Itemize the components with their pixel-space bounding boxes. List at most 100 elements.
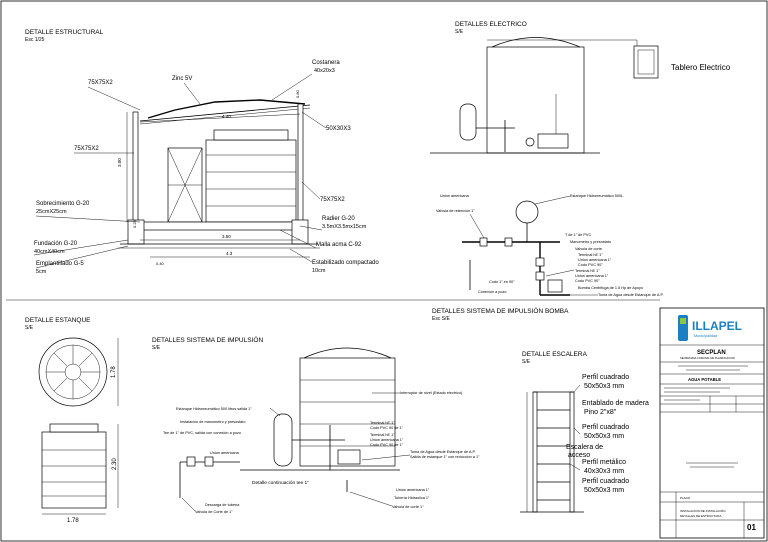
- tank-structural: [205, 139, 297, 223]
- svg-text:Perfil cuadrado: Perfil cuadrado: [582, 374, 629, 381]
- roof-zinc: [147, 99, 306, 119]
- svg-text:40x30x3 mm: 40x30x3 mm: [584, 468, 624, 475]
- svg-text:Codo PVC 90°: Codo PVC 90°: [578, 263, 603, 267]
- svg-text:Toma de Agua desde Estanque de: Toma de Agua desde Estanque de A.P.: [410, 450, 476, 454]
- svg-text:Toma de Agua desde Estanque de: Toma de Agua desde Estanque de A.P.: [598, 293, 664, 297]
- svg-text:INSTALACION DE INSTALACIÓN: INSTALACION DE INSTALACIÓN: [680, 508, 725, 513]
- svg-text:Terminal hE 1": Terminal hE 1": [578, 253, 603, 257]
- svg-text:Estanque Hidroneumático 500 li: Estanque Hidroneumático 500 litros salid…: [176, 407, 252, 411]
- radier: [139, 221, 301, 231]
- svg-text:0.40: 0.40: [156, 261, 165, 266]
- svg-text:Descarga de tubería: Descarga de tubería: [205, 503, 240, 507]
- svg-text:Terminal hE 1": Terminal hE 1": [370, 433, 395, 437]
- svg-text:40cmX40cm: 40cmX40cm: [34, 249, 65, 255]
- tank-impulsion: [299, 357, 396, 467]
- post-right: [297, 103, 304, 228]
- svg-text:Estanque Hidroneumático 500L: Estanque Hidroneumático 500L: [570, 194, 623, 198]
- svg-text:1.78: 1.78: [111, 366, 117, 378]
- svg-text:Tubería Hidraulica 1": Tubería Hidraulica 1": [394, 496, 430, 500]
- svg-text:Interruptor de nivel (Estado e: Interruptor de nivel (Estado electrico): [400, 391, 463, 395]
- ladder-rail-left: [532, 391, 538, 513]
- svg-text:Malla acma C-92: Malla acma C-92: [316, 242, 362, 248]
- project-name: AGUA POTABLE: [688, 377, 721, 382]
- svg-text:acceso: acceso: [568, 452, 590, 459]
- svg-text:Perfil cuadrado: Perfil cuadrado: [582, 424, 629, 431]
- svg-text:Union americana 1": Union americana 1": [396, 488, 430, 492]
- electrical-detail: DETALLES ELECTRICO S/E Tablero Electrico: [430, 21, 731, 154]
- svg-text:2.30: 2.30: [112, 458, 118, 470]
- svg-text:75X75X2: 75X75X2: [74, 146, 99, 152]
- pump-bomba: [547, 279, 563, 293]
- pump-impulsion: [337, 449, 361, 465]
- sheet-number: 01: [747, 523, 756, 532]
- svg-text:Pino 2"x8": Pino 2"x8": [584, 409, 617, 416]
- svg-text:3.00: 3.00: [117, 158, 122, 167]
- svg-text:Valvula de Corte de 1": Valvula de Corte de 1": [195, 510, 233, 514]
- svg-text:Codo PVC 90 de 1": Codo PVC 90 de 1": [370, 426, 404, 430]
- roof-beam: [139, 104, 311, 122]
- svg-text:S/E: S/E: [455, 29, 464, 35]
- svg-text:Emplantillado G-5: Emplantillado G-5: [36, 261, 84, 267]
- svg-text:0.25: 0.25: [132, 219, 137, 228]
- svg-text:50x50x3 mm: 50x50x3 mm: [584, 433, 624, 440]
- structural-detail: DETALLE ESTRUCTURAL Esc 1/25 4.40 3.00: [25, 29, 379, 275]
- svg-text:50X30X3: 50X30X3: [326, 126, 351, 132]
- svg-text:Radier G-20: Radier G-20: [322, 216, 355, 222]
- svg-text:Costanera: Costanera: [312, 60, 340, 66]
- hydro-tank-electric: [459, 103, 477, 141]
- pump-electric: [537, 133, 569, 149]
- svg-text:Perfil metálico: Perfil metálico: [582, 459, 626, 466]
- svg-text:50x50x3 mm: 50x50x3 mm: [584, 487, 624, 494]
- hydro-tank-impulsion: [273, 413, 293, 467]
- pump-impulsion-detail: DETALLES SISTEMA DE IMPULSIÓN BOMBA Esc …: [432, 194, 664, 322]
- svg-text:Valvula de retención 1": Valvula de retención 1": [436, 209, 475, 213]
- svg-text:Tee de 1" de PVC, salida con c: Tee de 1" de PVC, salida con conexión a …: [163, 431, 241, 435]
- svg-text:Codo PVC 90 de 1": Codo PVC 90 de 1": [370, 443, 404, 447]
- svg-text:40x20x3: 40x20x3: [314, 68, 335, 74]
- svg-text:4.40: 4.40: [222, 114, 231, 119]
- svg-text:DETALLES DE ESTRUCTURA: DETALLES DE ESTRUCTURA: [680, 514, 721, 518]
- post-left: [132, 111, 139, 228]
- svg-text:S/E: S/E: [522, 359, 531, 365]
- svg-text:50x50x3 mm: 50x50x3 mm: [584, 383, 624, 390]
- svg-text:Perfil cuadrado: Perfil cuadrado: [582, 478, 629, 485]
- svg-text:Salida de estanque 1" con redu: Salida de estanque 1" con reducción a 1": [410, 455, 480, 459]
- svg-text:Valvula de corte: Valvula de corte: [575, 247, 602, 251]
- svg-text:Union americana: Union americana: [210, 451, 240, 455]
- svg-text:Codo PVC 90°: Codo PVC 90°: [575, 279, 600, 283]
- svg-text:DETALLE ESTANQUE: DETALLE ESTANQUE: [25, 317, 91, 324]
- svg-text:Estabilizado compactado: Estabilizado compactado: [312, 260, 379, 266]
- svg-text:Entablado de madera: Entablado de madera: [582, 400, 649, 407]
- svg-text:1.78: 1.78: [67, 518, 79, 524]
- svg-text:25cmX25cm: 25cmX25cm: [36, 209, 67, 215]
- hydro-tank-circle: [515, 200, 539, 224]
- electric-panel: [633, 45, 659, 79]
- org-name: SECPLAN: [697, 350, 726, 356]
- svg-text:3.50: 3.50: [222, 234, 231, 239]
- svg-text:Fundación G-20: Fundación G-20: [34, 241, 78, 247]
- svg-text:Detalle continuación tee 1": Detalle continuación tee 1": [252, 480, 309, 486]
- tank-detail: DETALLE ESTANQUE S/E 1.78 2.30 1.78: [25, 317, 119, 524]
- svg-text:75X75X2: 75X75X2: [88, 80, 113, 86]
- title-block: ILLAPEL Municipalidad SECPLAN SECRETARIA…: [659, 307, 765, 539]
- ladder-detail: DETALLE ESCALERA S/E Perfil cuadrado 50x…: [520, 351, 649, 513]
- svg-text:Terminal hE 1": Terminal hE 1": [575, 269, 600, 273]
- svg-text:10cm: 10cm: [312, 268, 326, 274]
- svg-text:4.3: 4.3: [226, 251, 233, 256]
- svg-text:Escalera de: Escalera de: [566, 444, 603, 451]
- impulsion-system-detail: DETALLES SISTEMA DE IMPULSIÓN S/E Interr…: [152, 335, 480, 514]
- svg-text:Union americana 1": Union americana 1": [578, 258, 612, 262]
- svg-text:PLANO: PLANO: [680, 496, 691, 500]
- svg-text:S/E: S/E: [25, 325, 34, 331]
- svg-text:Zinc 5V: Zinc 5V: [172, 76, 192, 82]
- tank-side-view: [41, 431, 107, 509]
- svg-text:Union americana: Union americana: [440, 194, 470, 198]
- svg-text:Manometro y presostato: Manometro y presostato: [570, 240, 611, 244]
- svg-text:Sobrecimiento G-20: Sobrecimiento G-20: [36, 201, 90, 207]
- logo-text: ILLAPEL: [692, 319, 742, 333]
- svg-text:Bomba Centrifuga de 1.5 Hp de: Bomba Centrifuga de 1.5 Hp de Apoyo: [578, 286, 643, 290]
- electric-panel-label: Tablero Electrico: [671, 63, 731, 72]
- svg-text:Municipalidad: Municipalidad: [694, 334, 717, 338]
- svg-text:DETALLE ESCALERA: DETALLE ESCALERA: [522, 351, 588, 358]
